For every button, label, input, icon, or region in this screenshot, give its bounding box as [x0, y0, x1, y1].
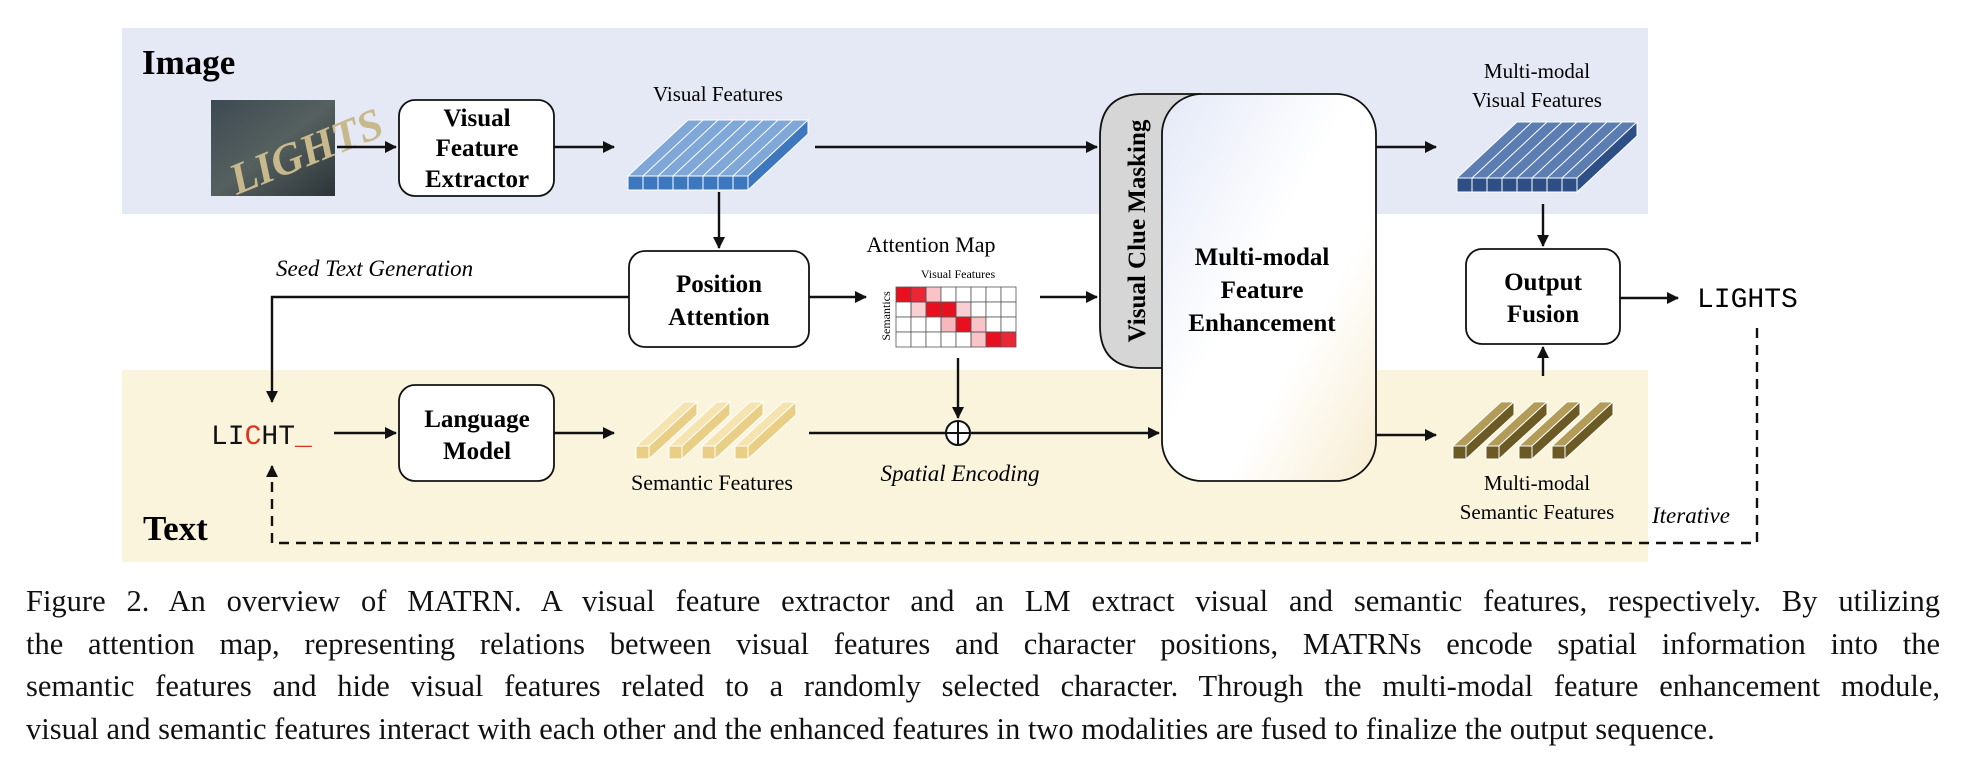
- visual-features-label: Visual Features: [653, 82, 783, 106]
- lm-line-1: Language: [424, 406, 530, 433]
- attention-map-grid: [895, 286, 1017, 348]
- mm-semantic-features-label-1: Multi-modal: [1484, 471, 1590, 495]
- attention-cell: [955, 331, 972, 348]
- attention-cell: [940, 316, 957, 333]
- vfe-line-3: Extractor: [425, 166, 529, 193]
- matrn-overview-diagram: Image Text LIGHTS Visual Feature Extract…: [122, 28, 1798, 562]
- caption-line-3: semantic features and hide visual featur…: [26, 669, 1940, 703]
- mm-semantic-features-tensor: [1451, 400, 1615, 461]
- attention-cell: [895, 301, 912, 318]
- attention-cell: [985, 301, 1002, 318]
- attention-cell: [925, 331, 942, 348]
- attention-cell: [955, 286, 972, 303]
- lm-line-2: Model: [443, 438, 511, 465]
- attention-cell: [1000, 316, 1017, 333]
- attention-cell: [940, 286, 957, 303]
- mm-semantic-features-label-2: Semantic Features: [1460, 500, 1615, 524]
- iterative-label: Iterative: [1651, 503, 1730, 528]
- attention-cell: [970, 331, 987, 348]
- attention-map-x-label: Visual Features: [921, 267, 996, 281]
- attention-cell: [985, 286, 1002, 303]
- seed-text-wrong-char: C: [245, 422, 262, 453]
- arrow-seed-text-generation: [266, 295, 629, 403]
- attention-map-label: Attention Map: [867, 232, 996, 257]
- of-line-2: Fusion: [1507, 301, 1579, 328]
- caption-line-1: Figure 2. An overview of MATRN. A visual…: [26, 584, 1940, 618]
- attention-map-y-label: Semantics: [879, 291, 893, 341]
- attention-cell: [925, 316, 942, 333]
- mm-visual-features-label-2: Visual Features: [1472, 88, 1602, 112]
- mmfe-line-2: Feature: [1221, 277, 1304, 304]
- attention-cell: [895, 316, 912, 333]
- attention-cell: [940, 301, 957, 318]
- seed-text-generation-label: Seed Text Generation: [276, 256, 473, 281]
- mm-visual-features-tensor: [1455, 120, 1639, 194]
- language-model-block: [398, 384, 555, 482]
- attention-cell: [985, 316, 1002, 333]
- attention-cell: [910, 286, 927, 303]
- attention-cell: [1000, 301, 1017, 318]
- attention-cell: [970, 301, 987, 318]
- attention-cell: [940, 331, 957, 348]
- attention-cell: [910, 331, 927, 348]
- visual-features-tensor: [626, 118, 810, 192]
- attention-cell: [1000, 331, 1017, 348]
- image-region-bg: [122, 28, 1648, 214]
- attention-cell: [895, 331, 912, 348]
- attention-cell: [955, 316, 972, 333]
- pa-line-1: Position: [676, 271, 762, 298]
- spatial-encoding-plus: [945, 420, 971, 446]
- vfe-line-1: Visual: [443, 105, 510, 132]
- semantic-features-tensor: [634, 400, 798, 461]
- seed-text: LICHT_: [211, 422, 312, 453]
- attention-cell: [895, 286, 912, 303]
- output-text: LIGHTS: [1697, 285, 1798, 316]
- position-attention-block: [628, 250, 810, 348]
- attention-cell: [925, 301, 942, 318]
- of-line-1: Output: [1504, 269, 1582, 296]
- caption-line-2: the attention map, representing relation…: [26, 626, 1940, 661]
- iterative-feedback-arrow: [266, 328, 1759, 545]
- output-fusion-block: [1465, 248, 1621, 345]
- attention-cell: [970, 286, 987, 303]
- mm-visual-features-label-1: Multi-modal: [1484, 59, 1590, 83]
- attention-cell: [985, 331, 1002, 348]
- image-region-label: Image: [142, 43, 235, 82]
- spatial-encoding-label: Spatial Encoding: [880, 461, 1039, 486]
- attention-cell: [925, 286, 942, 303]
- attention-cell: [910, 301, 927, 318]
- text-region-bg: [122, 370, 1648, 562]
- text-region-label: Text: [143, 509, 208, 548]
- attention-cell: [910, 316, 927, 333]
- attention-cell: [1000, 286, 1017, 303]
- attention-cell: [955, 301, 972, 318]
- mmfe-line-1: Multi-modal: [1195, 244, 1330, 271]
- attention-cell: [970, 316, 987, 333]
- mmfe-line-3: Enhancement: [1188, 310, 1336, 337]
- vfe-line-2: Feature: [436, 135, 519, 162]
- visual-clue-masking-label: Visual Clue Masking: [1124, 119, 1151, 342]
- figure-caption: Figure 2. An overview of MATRN. A visual…: [26, 580, 1940, 750]
- mm-feature-enhancement-block: [1161, 93, 1377, 482]
- caption-line-4: visual and semantic features interact wi…: [26, 711, 1715, 746]
- semantic-features-label: Semantic Features: [631, 470, 793, 495]
- pa-line-2: Attention: [668, 304, 769, 331]
